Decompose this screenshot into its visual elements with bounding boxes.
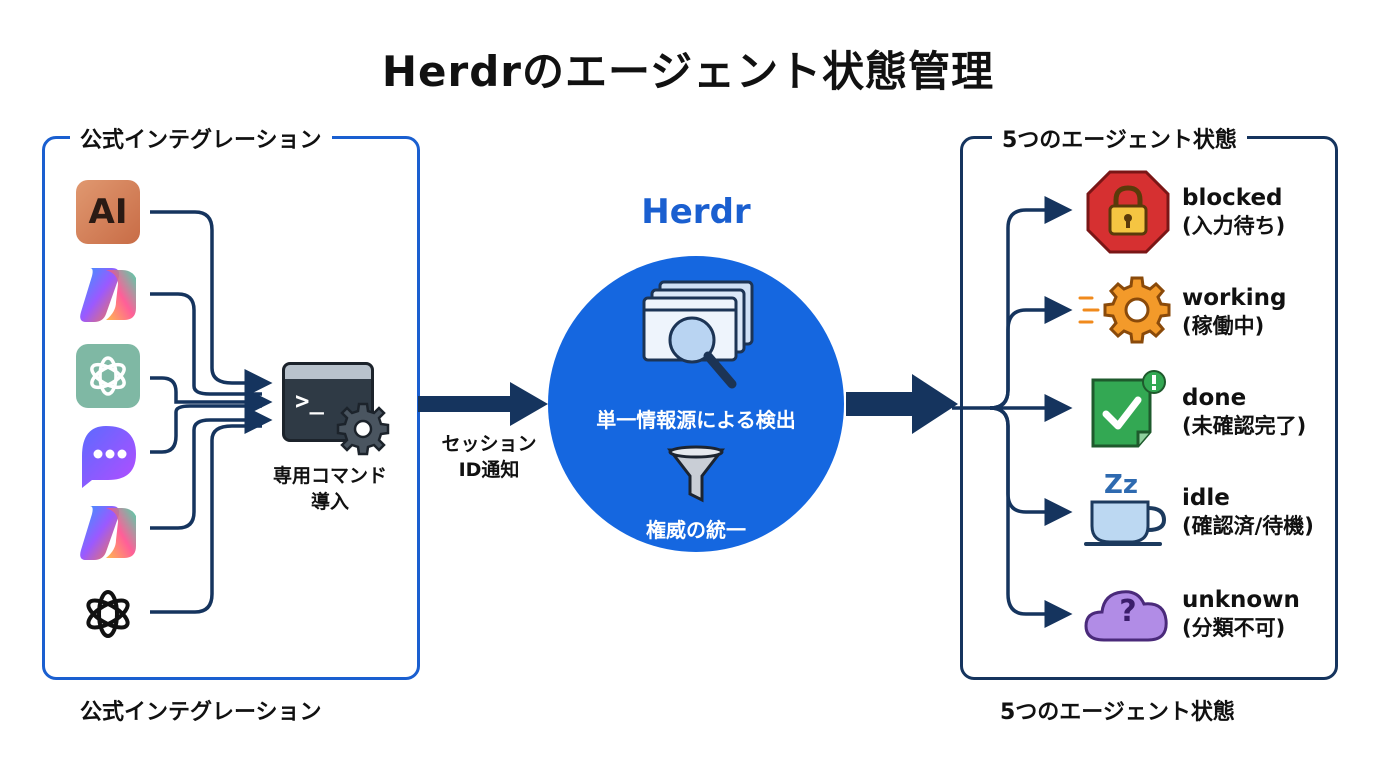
- state-unknown-name: unknown: [1182, 587, 1300, 613]
- state-blocked-name: blocked: [1182, 185, 1283, 211]
- diagram-title: Herdrのエージェント状態管理: [381, 47, 995, 96]
- chat-bubble-logo-icon: [82, 426, 136, 488]
- single-source-label: 単一情報源による検出: [596, 408, 796, 432]
- coffee-cup-icon: [1084, 500, 1167, 546]
- question-cloud-icon: [1084, 590, 1168, 642]
- funnel-icon: [666, 445, 726, 503]
- terminal-prompt: >_: [295, 387, 324, 415]
- session-label-line1: セッション: [441, 433, 537, 455]
- authority-unify-label: 権威の統一: [646, 518, 746, 542]
- lock-stop-sign-icon: [1086, 170, 1170, 254]
- anthropic-logo-icon: AI: [76, 180, 140, 244]
- copilot-logo-icon: [80, 506, 136, 560]
- anthropic-logo-text: AI: [88, 192, 128, 232]
- state-unknown-desc: (分類不可): [1182, 616, 1286, 640]
- states-caption: 5つのエージェント状態: [1000, 700, 1235, 725]
- state-idle-name: idle: [1182, 485, 1230, 511]
- gear-icon: [1078, 276, 1171, 344]
- browser-search-icon: [642, 280, 754, 389]
- states-panel-legend: 5つのエージェント状態: [992, 122, 1247, 154]
- openai-green-logo-icon: [76, 344, 140, 408]
- state-working-desc: (稼働中): [1182, 314, 1265, 338]
- command-label-line2: 導入: [310, 491, 349, 513]
- state-done-name: done: [1182, 385, 1247, 411]
- terminal-icon: >_: [282, 362, 374, 442]
- checkmark-note-icon: [1091, 370, 1166, 448]
- herdr-label: Herdr: [641, 192, 751, 232]
- gear-icon: [336, 402, 390, 456]
- state-working-name: working: [1182, 285, 1287, 311]
- state-done-desc: (未確認完了): [1182, 414, 1307, 438]
- integrations-caption: 公式インテグレーション: [80, 700, 322, 725]
- copilot-logo-icon: [80, 268, 136, 322]
- session-label-line2: ID通知: [458, 459, 520, 481]
- command-label-line1: 専用コマンド: [272, 465, 387, 487]
- question-mark-text: ?: [1119, 594, 1137, 629]
- sleep-zz-text: Zz: [1104, 470, 1138, 500]
- integrations-panel-legend: 公式インテグレーション: [70, 122, 332, 154]
- state-blocked-desc: (入力待ち): [1182, 214, 1286, 238]
- openai-black-logo-icon: [86, 590, 130, 638]
- state-idle-desc: (確認済/待機): [1182, 514, 1314, 538]
